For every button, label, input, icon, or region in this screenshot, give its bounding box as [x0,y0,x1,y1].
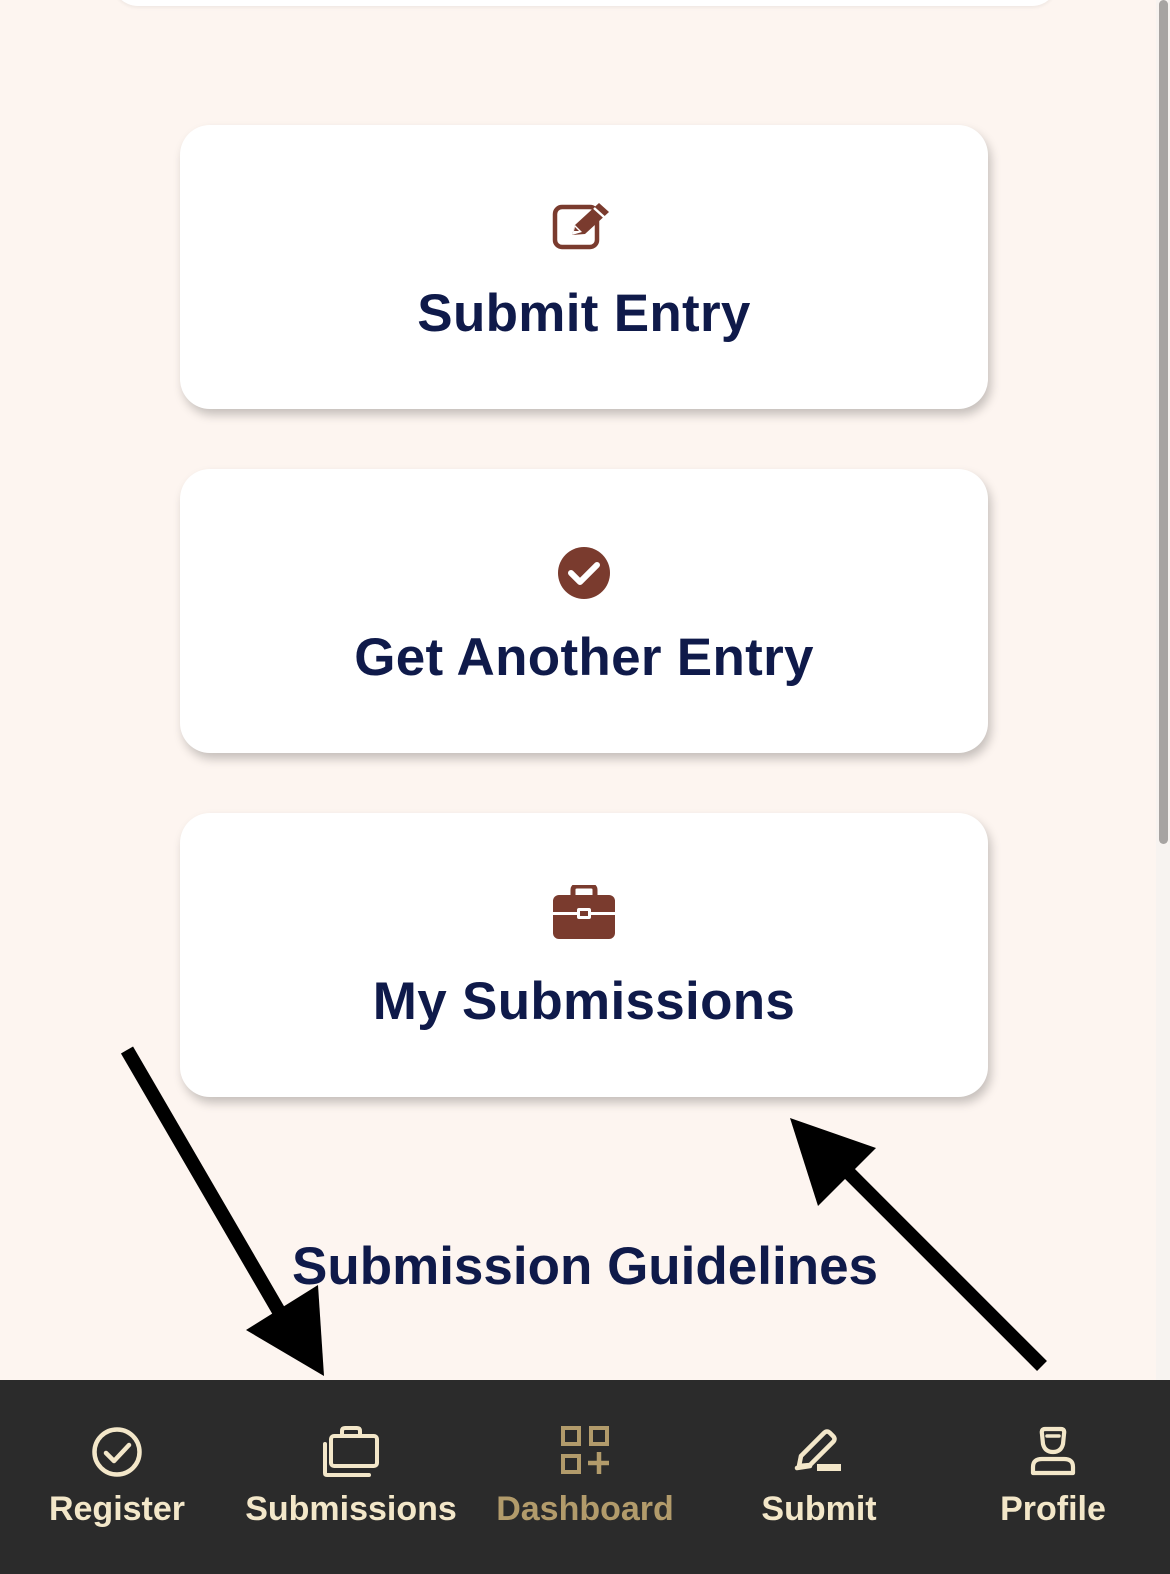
nav-submissions[interactable]: Submissions [234,1380,468,1574]
nav-register-label: Register [48,1490,186,1528]
nav-profile[interactable]: Profile [936,1380,1170,1574]
get-another-entry-label: Get Another Entry [354,628,814,687]
nav-profile-label: Profile [1000,1490,1106,1528]
person-icon [1030,1426,1076,1476]
submit-entry-label: Submit Entry [417,284,751,343]
nav-dashboard[interactable]: Dashboard [468,1380,702,1574]
check-circle-icon [558,547,610,599]
scrollbar-thumb[interactable] [1159,0,1168,844]
my-submissions-card[interactable]: My Submissions [180,813,988,1097]
nav-submit[interactable]: Submit [702,1380,936,1574]
submit-entry-card[interactable]: Submit Entry [180,125,988,409]
submission-guidelines-heading: Submission Guidelines [291,1237,879,1296]
check-circle-outline-icon [92,1427,142,1477]
get-another-entry-card[interactable]: Get Another Entry [180,469,988,753]
bottom-navigation: Register Submissions Dashboard Submit [0,1380,1170,1574]
briefcase-icon [553,885,615,939]
nav-dashboard-label: Dashboard [496,1490,674,1528]
my-submissions-label: My Submissions [372,972,796,1031]
previous-card-edge [112,0,1058,6]
nav-submit-label: Submit [761,1490,877,1528]
scrollbar[interactable] [1156,0,1170,1386]
pen-icon [794,1429,841,1471]
portfolio-icon [323,1426,379,1477]
nav-submissions-label: Submissions [245,1490,457,1528]
nav-register[interactable]: Register [0,1380,234,1574]
dashboard-grid-icon [561,1426,609,1474]
edit-square-icon [552,203,609,250]
arrow-down-to-submissions [120,1046,324,1376]
